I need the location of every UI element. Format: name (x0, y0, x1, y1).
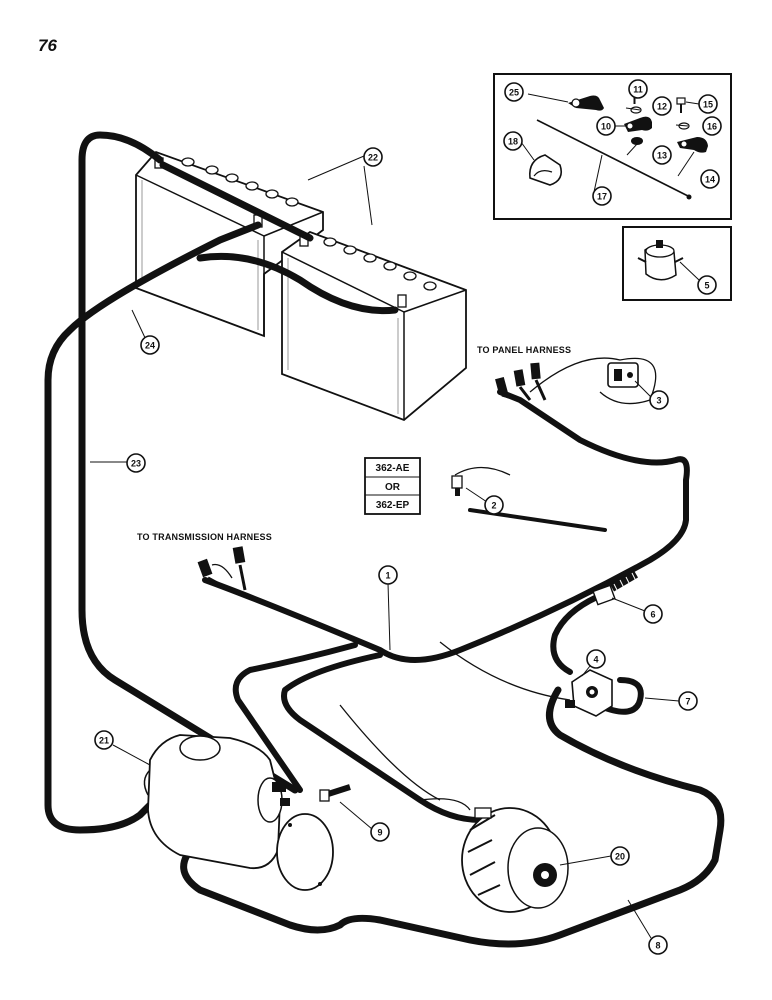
model-box: 362-AE OR 362-EP (364, 457, 421, 515)
callout-3: 3 (649, 390, 669, 410)
svg-text:1: 1 (385, 571, 390, 581)
hardware-inset (493, 73, 732, 220)
svg-text:5: 5 (704, 281, 709, 291)
model-code-2: 362-EP (376, 500, 410, 511)
callout-24: 24 (140, 335, 160, 355)
callouts: 1 2 3 4 5 6 7 8 9 10 11 12 13 14 15 16 1… (94, 79, 722, 955)
callout-11: 11 (628, 79, 648, 99)
note-panel-harness: TO PANEL HARNESS (477, 345, 571, 355)
switch-3 (607, 362, 639, 388)
svg-text:12: 12 (657, 102, 667, 112)
svg-text:22: 22 (368, 153, 378, 163)
callout-8: 8 (648, 935, 668, 955)
svg-text:11: 11 (633, 85, 643, 95)
solenoid-4 (565, 669, 613, 717)
callout-23: 23 (126, 453, 146, 473)
svg-text:3: 3 (656, 396, 661, 406)
svg-text:20: 20 (615, 852, 625, 862)
callout-12: 12 (652, 96, 672, 116)
callout-22: 22 (363, 147, 383, 167)
part-6 (592, 570, 639, 606)
callout-17: 17 (592, 186, 612, 206)
callout-16: 16 (702, 116, 722, 136)
callout-1: 1 (378, 565, 398, 585)
callout-2: 2 (484, 495, 504, 515)
svg-text:18: 18 (508, 137, 518, 147)
callout-13: 13 (652, 145, 672, 165)
battery-left (135, 150, 324, 338)
svg-text:4: 4 (593, 655, 598, 665)
callout-25: 25 (504, 82, 524, 102)
svg-text:23: 23 (131, 459, 141, 469)
thin-wires (211, 357, 657, 811)
svg-text:25: 25 (509, 88, 519, 98)
panel-harness-connectors (495, 362, 547, 402)
model-code-1: 362-AE (376, 463, 410, 474)
cables (44, 131, 725, 948)
callout-7: 7 (678, 691, 698, 711)
svg-text:7: 7 (685, 697, 690, 707)
svg-text:16: 16 (707, 122, 717, 132)
svg-text:9: 9 (377, 828, 382, 838)
svg-text:2: 2 (491, 501, 496, 511)
alternator-20 (461, 807, 569, 913)
svg-text:21: 21 (99, 736, 109, 746)
model-or: OR (385, 482, 401, 493)
svg-text:10: 10 (601, 122, 611, 132)
svg-text:17: 17 (597, 192, 607, 202)
sender-2 (451, 475, 463, 496)
callout-5: 5 (697, 275, 717, 295)
page-number: 76 (38, 36, 57, 55)
bolt-9 (319, 784, 351, 802)
transmission-harness-connectors (197, 546, 247, 592)
callout-4: 4 (586, 649, 606, 669)
note-transmission-harness: TO TRANSMISSION HARNESS (137, 532, 272, 542)
callout-14: 14 (700, 169, 720, 189)
starter-21 (143, 734, 334, 891)
callout-6: 6 (643, 604, 663, 624)
callout-18: 18 (503, 131, 523, 151)
callout-15: 15 (698, 94, 718, 114)
svg-text:8: 8 (655, 941, 660, 951)
callout-10: 10 (596, 116, 616, 136)
battery-right (281, 230, 467, 422)
svg-text:6: 6 (650, 610, 655, 620)
callout-9: 9 (370, 822, 390, 842)
callout-20: 20 (610, 846, 630, 866)
svg-text:15: 15 (703, 100, 713, 110)
svg-text:13: 13 (657, 151, 667, 161)
svg-text:14: 14 (705, 175, 715, 185)
callout-21: 21 (94, 730, 114, 750)
svg-text:24: 24 (145, 341, 155, 351)
